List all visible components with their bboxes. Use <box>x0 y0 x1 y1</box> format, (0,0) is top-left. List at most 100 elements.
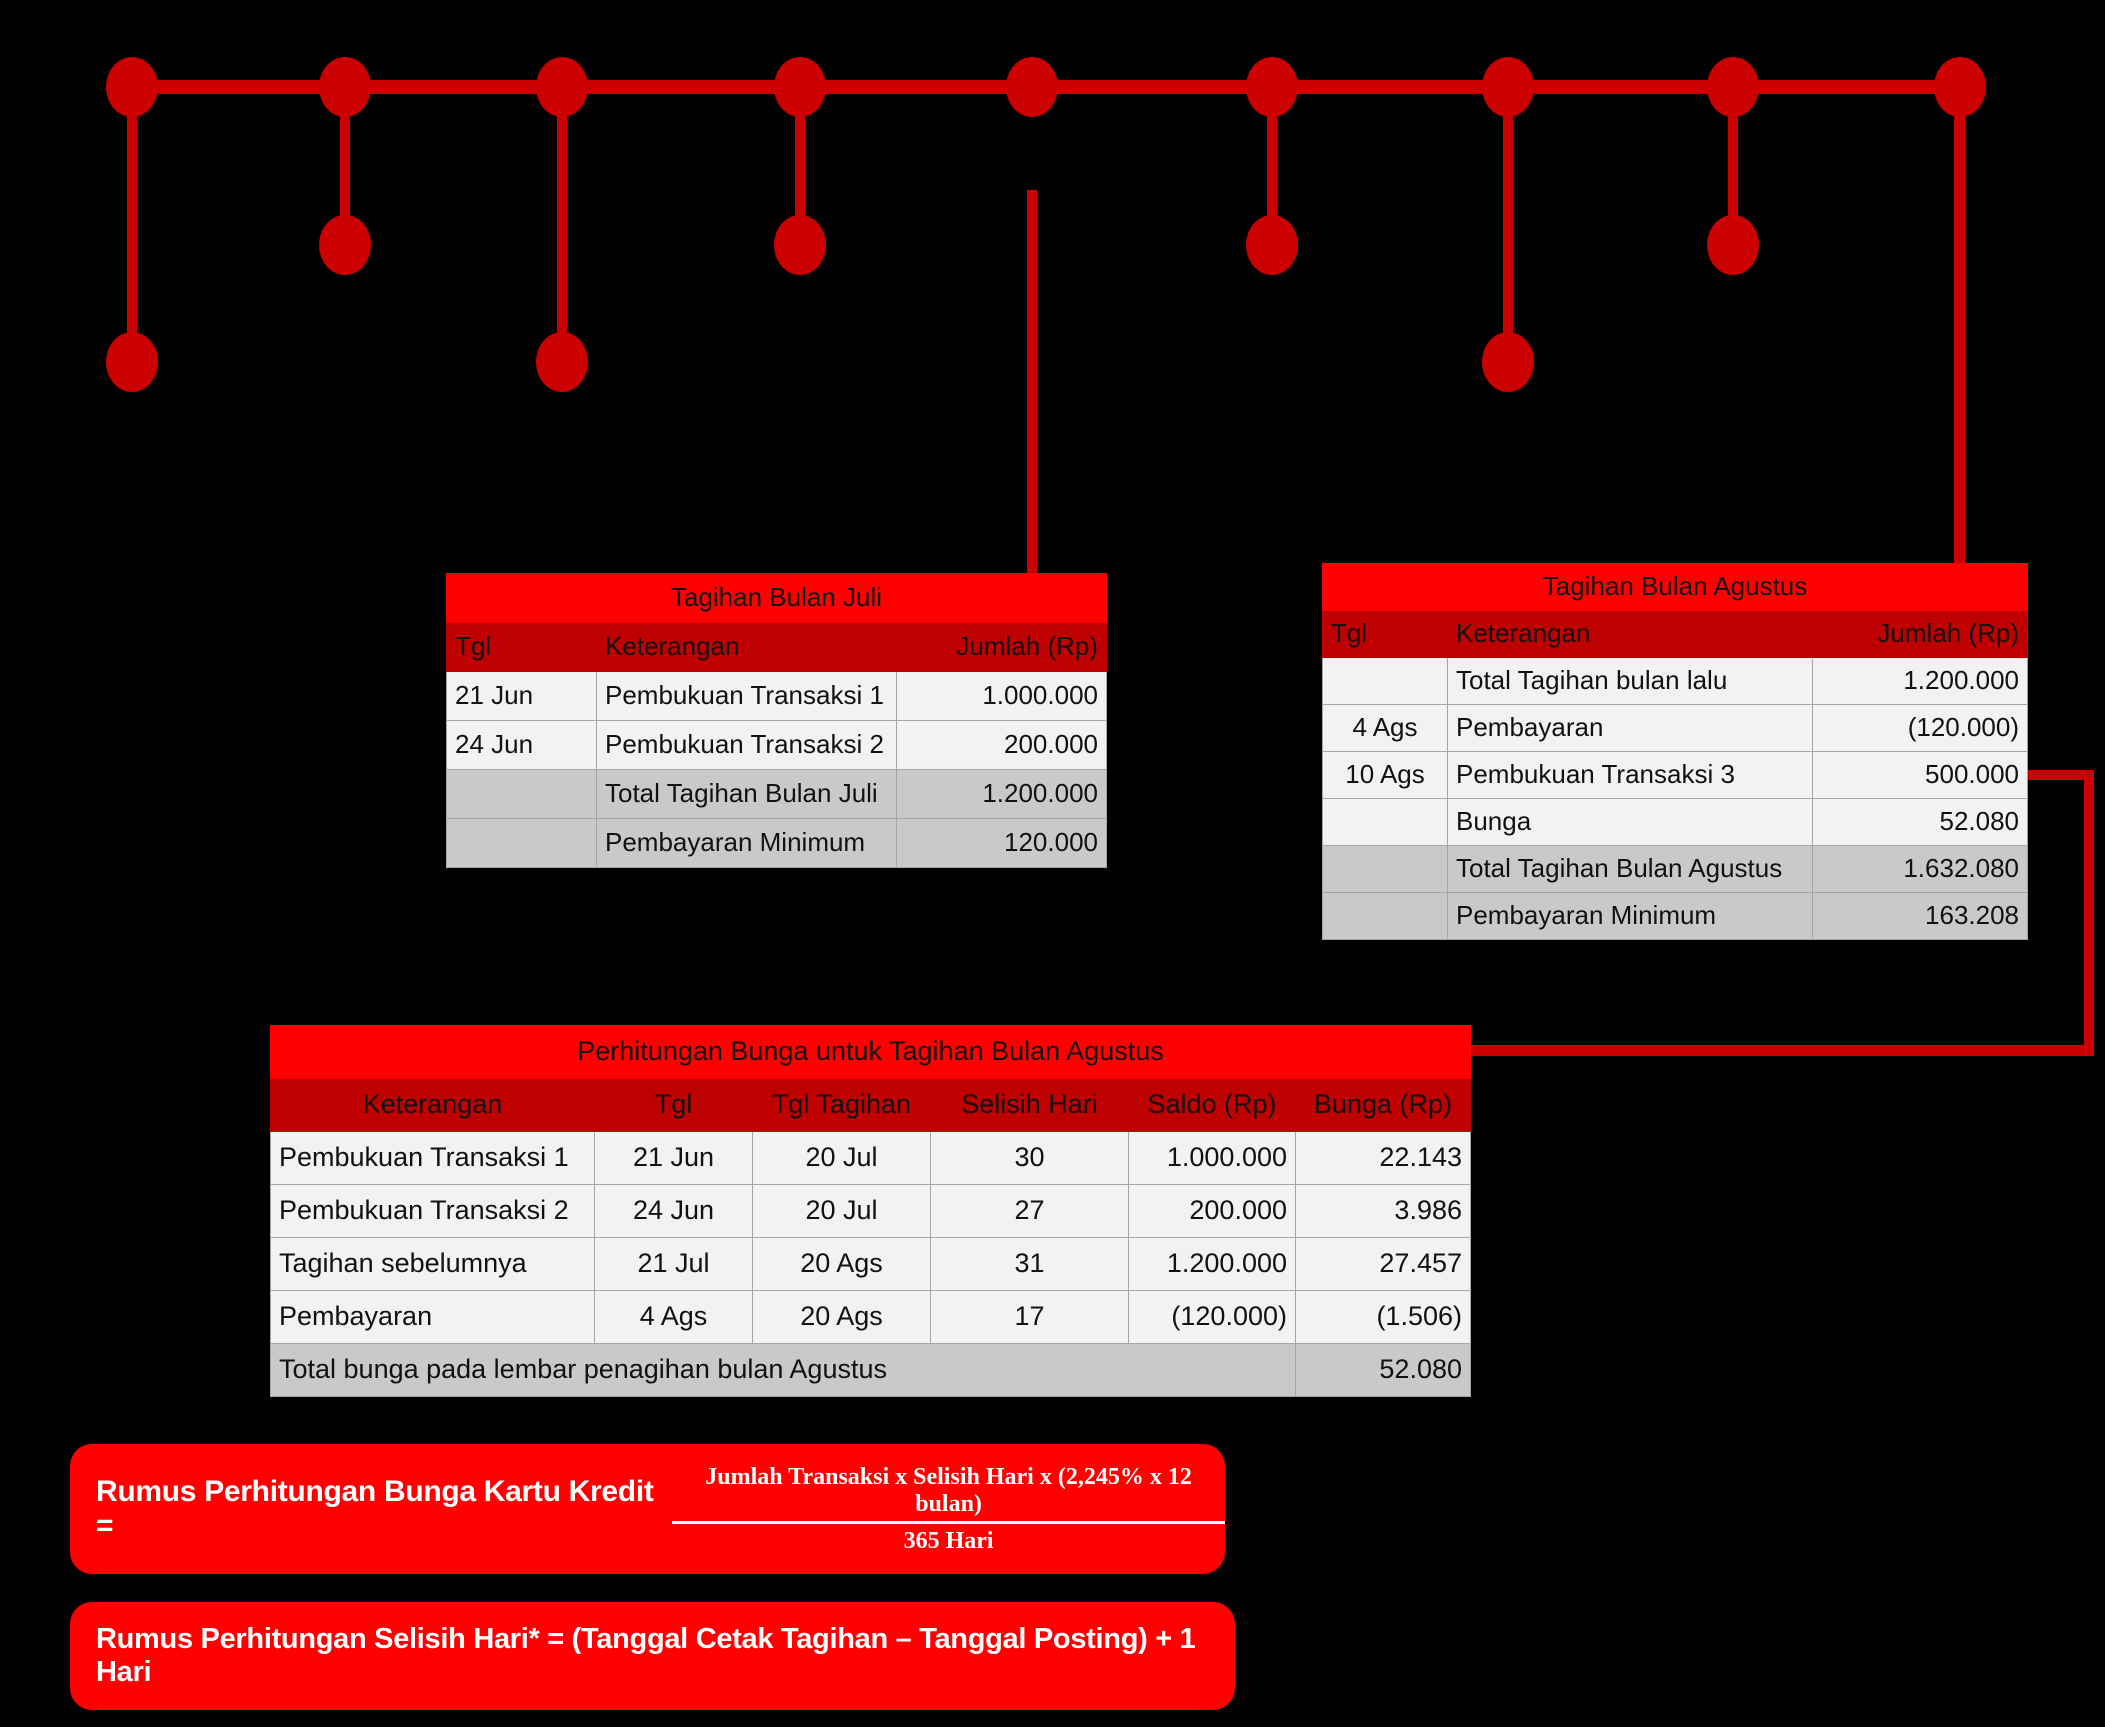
cell-selisih-hari: 17 <box>930 1290 1129 1344</box>
cell-keterangan: Pembukuan Transaksi 1 <box>270 1131 595 1185</box>
table-title-row: Perhitungan Bunga untuk Tagihan Bulan Ag… <box>270 1025 1471 1079</box>
timeline-dropline <box>795 87 805 245</box>
cell-jumlah: 1.200.000 <box>896 769 1107 819</box>
table-row: Pembayaran Minimum 163.208 <box>1322 892 2029 940</box>
formula-bunga-denominator: 365 Hari <box>903 1527 994 1554</box>
timeline-dropline <box>1503 87 1513 362</box>
cell-saldo: (120.000) <box>1128 1290 1296 1344</box>
timeline-node-1[interactable] <box>319 57 371 117</box>
connector-agustus-bunga-top <box>2022 770 2094 780</box>
table-row: 21 Jun Pembukuan Transaksi 1 1.000.000 <box>446 671 1107 721</box>
table-title-row: Tagihan Bulan Juli <box>446 573 1107 623</box>
cell-tgl-tagihan: 20 Ags <box>752 1237 931 1291</box>
cell-selisih-hari: 27 <box>930 1184 1129 1238</box>
cell-tgl: 21 Jun <box>446 671 597 721</box>
cell-jumlah: 500.000 <box>1811 751 2029 799</box>
cell-tgl-tagihan: 20 Jul <box>752 1184 931 1238</box>
timeline-end-node[interactable] <box>1246 215 1298 275</box>
timeline-end-node[interactable] <box>319 215 371 275</box>
timeline-dropline <box>1728 87 1738 245</box>
timeline-node-2[interactable] <box>536 57 588 117</box>
cell-keterangan: Total Tagihan Bulan Juli <box>596 769 897 819</box>
table-row: Bunga 52.080 <box>1322 798 2029 846</box>
timeline-dropline <box>127 87 137 362</box>
cell-jumlah: (120.000) <box>1811 704 2029 752</box>
col-header-selisih-hari: Selisih Hari <box>930 1078 1129 1132</box>
table-header-row: Tgl Keterangan Jumlah (Rp) <box>1322 610 2029 658</box>
cell-jumlah: 163.208 <box>1811 892 2029 940</box>
cell-tgl <box>446 769 597 819</box>
timeline-end-node[interactable] <box>106 332 158 392</box>
formula-box-bunga: Rumus Perhitungan Bunga Kartu Kredit = J… <box>70 1444 1225 1574</box>
col-header-keterangan: Keterangan <box>270 1078 595 1132</box>
table-title-agustus: Tagihan Bulan Agustus <box>1321 563 2029 611</box>
cell-keterangan: Bunga <box>1447 798 1813 846</box>
connector-agustus-bunga-bottom <box>1468 1045 2094 1056</box>
timeline-dropline <box>557 87 567 362</box>
timeline <box>0 0 2105 420</box>
cell-saldo: 1.000.000 <box>1128 1131 1296 1185</box>
table-header-row: Keterangan Tgl Tgl Tagihan Selisih Hari … <box>270 1078 1471 1132</box>
col-header-keterangan: Keterangan <box>1447 610 1813 658</box>
cell-jumlah: 200.000 <box>896 720 1107 770</box>
formula-box-selisih-hari: Rumus Perhitungan Selisih Hari* = (Tangg… <box>70 1602 1235 1710</box>
cell-tgl <box>1322 892 1448 940</box>
cell-jumlah: 1.000.000 <box>896 671 1107 721</box>
timeline-end-node[interactable] <box>1482 332 1534 392</box>
cell-tgl: 10 Ags <box>1322 751 1448 799</box>
table-row: Pembayaran Minimum 120.000 <box>446 818 1107 868</box>
table-row: 4 Ags Pembayaran (120.000) <box>1322 704 2029 752</box>
cell-saldo: 200.000 <box>1128 1184 1296 1238</box>
timeline-dropline <box>340 87 350 245</box>
formula-bunga-label: Rumus Perhitungan Bunga Kartu Kredit = <box>96 1475 654 1542</box>
table-title-row: Tagihan Bulan Agustus <box>1321 563 2029 611</box>
cell-keterangan: Pembayaran <box>1447 704 1813 752</box>
col-header-keterangan: Keterangan <box>596 622 897 672</box>
table-row: 10 Ags Pembukuan Transaksi 3 500.000 <box>1322 751 2029 799</box>
cell-total-label: Total bunga pada lembar penagihan bulan … <box>270 1343 1296 1397</box>
cell-bunga: 27.457 <box>1295 1237 1471 1291</box>
cell-tgl-tagihan: 20 Ags <box>752 1290 931 1344</box>
col-header-saldo: Saldo (Rp) <box>1128 1078 1296 1132</box>
cell-tgl: 4 Ags <box>594 1290 753 1344</box>
cell-bunga: 3.986 <box>1295 1184 1471 1238</box>
table-row: Pembukuan Transaksi 1 21 Jun 20 Jul 30 1… <box>270 1131 1471 1185</box>
cell-jumlah: 1.632.080 <box>1811 845 2029 893</box>
timeline-end-node[interactable] <box>536 332 588 392</box>
cell-tgl <box>1322 798 1448 846</box>
cell-keterangan: Total Tagihan Bulan Agustus <box>1447 845 1813 893</box>
formula-bunga-fraction: Jumlah Transaksi x Selisih Hari x (2,245… <box>672 1464 1225 1555</box>
cell-bunga: 22.143 <box>1295 1131 1471 1185</box>
timeline-node-3[interactable] <box>774 57 826 117</box>
cell-tgl: 4 Ags <box>1322 704 1448 752</box>
timeline-node-0[interactable] <box>106 57 158 117</box>
timeline-dropline <box>1267 87 1277 245</box>
timeline-end-node[interactable] <box>774 215 826 275</box>
cell-keterangan: Pembayaran <box>270 1290 595 1344</box>
cell-keterangan: Pembukuan Transaksi 2 <box>270 1184 595 1238</box>
table-row: Total Tagihan Bulan Juli 1.200.000 <box>446 769 1107 819</box>
table-title-juli: Tagihan Bulan Juli <box>446 573 1107 623</box>
timeline-node-7[interactable] <box>1707 57 1759 117</box>
table-row: Pembayaran 4 Ags 20 Ags 17 (120.000) (1.… <box>270 1290 1471 1344</box>
table-header-row: Tgl Keterangan Jumlah (Rp) <box>446 622 1107 672</box>
cell-saldo: 1.200.000 <box>1128 1237 1296 1291</box>
timeline-node-5[interactable] <box>1246 57 1298 117</box>
cell-keterangan: Pembayaran Minimum <box>596 818 897 868</box>
col-header-bunga: Bunga (Rp) <box>1295 1078 1471 1132</box>
cell-tgl: 24 Jun <box>594 1184 753 1238</box>
connector-agustus-bunga-vert <box>2084 770 2094 1055</box>
timeline-node-4[interactable] <box>1006 57 1058 117</box>
connector-juli-stem <box>1027 190 1037 575</box>
timeline-end-node[interactable] <box>1707 215 1759 275</box>
cell-keterangan: Pembukuan Transaksi 1 <box>596 671 897 721</box>
cell-selisih-hari: 31 <box>930 1237 1129 1291</box>
table-row: Total Tagihan Bulan Agustus 1.632.080 <box>1322 845 2029 893</box>
table-title-bunga: Perhitungan Bunga untuk Tagihan Bulan Ag… <box>270 1025 1471 1079</box>
formula-bunga-numerator: Jumlah Transaksi x Selisih Hari x (2,245… <box>672 1464 1225 1524</box>
cell-jumlah: 52.080 <box>1811 798 2029 846</box>
timeline-node-6[interactable] <box>1482 57 1534 117</box>
table-tagihan-juli: Tagihan Bulan Juli Tgl Keterangan Jumlah… <box>446 573 1107 868</box>
cell-jumlah: 1.200.000 <box>1811 657 2029 705</box>
cell-bunga: (1.506) <box>1295 1290 1471 1344</box>
